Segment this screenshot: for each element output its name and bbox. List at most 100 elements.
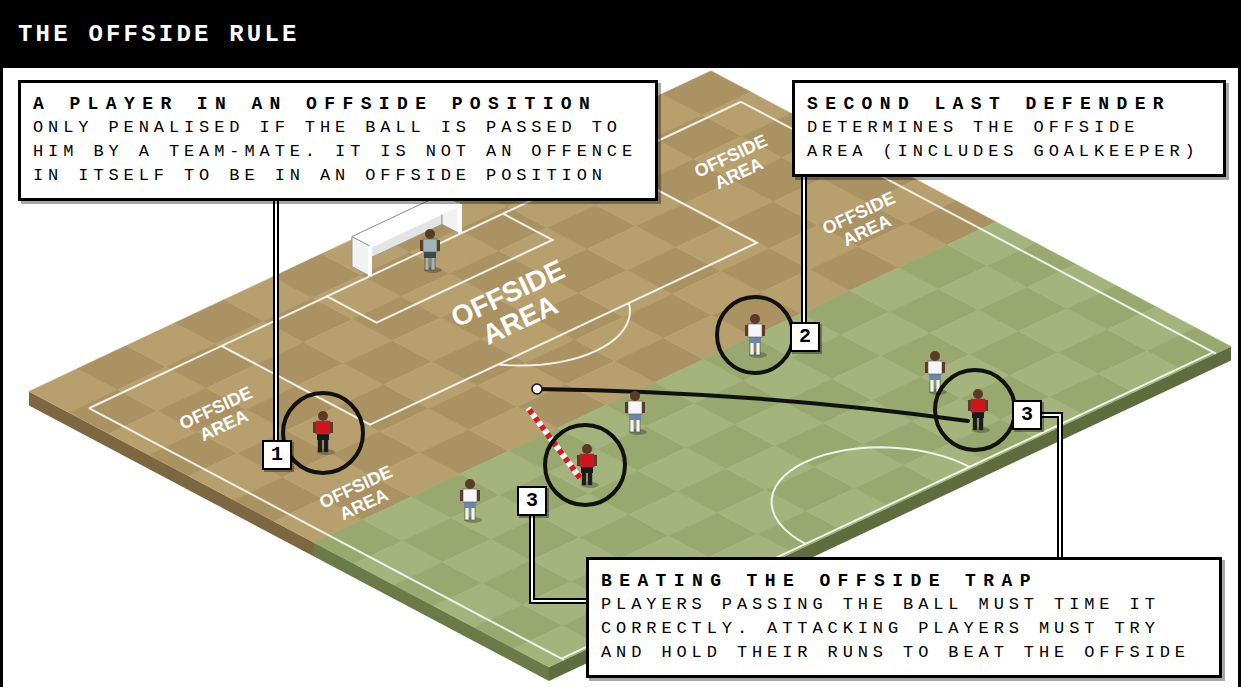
player-leg — [425, 257, 429, 270]
player-head — [425, 229, 435, 239]
player-leg — [318, 439, 322, 452]
callout-number: 1 — [271, 445, 283, 465]
frame-edge — [0, 0, 3, 687]
callout-box: SECOND LAST DEFENDERDETERMINES THE OFFSI… — [792, 80, 1226, 177]
goal — [352, 194, 460, 276]
player-arm — [985, 400, 988, 411]
player-leg — [756, 342, 760, 355]
player-head — [930, 351, 940, 361]
frame-edge — [1238, 0, 1241, 687]
player-arm — [625, 402, 628, 413]
callout-number: 3 — [526, 491, 538, 511]
player-leg — [630, 419, 634, 432]
pitch-line — [772, 447, 970, 544]
player-leg — [979, 417, 983, 430]
leader-outline — [273, 201, 279, 440]
leader-line — [532, 516, 586, 601]
goal-net — [352, 194, 460, 246]
leader-line — [276, 201, 277, 440]
player-head — [465, 479, 475, 489]
callout-body: ONLY PENALISED IF THE BALL IS PASSED TO … — [33, 116, 643, 188]
player-figure — [313, 411, 335, 455]
player-shirt — [580, 454, 594, 467]
leader-line — [804, 177, 805, 322]
player-arm — [942, 362, 945, 373]
highlight-ring — [935, 370, 1015, 450]
player-figure — [968, 389, 990, 433]
player-head — [630, 391, 640, 401]
callout-number-box: 3 — [517, 486, 547, 516]
pitch-edge — [549, 347, 1231, 682]
pitch-side — [29, 347, 1231, 682]
player-arm — [925, 362, 928, 373]
players — [313, 229, 990, 523]
player-head — [582, 444, 592, 454]
callout-heading: BEATING THE OFFSIDE TRAP — [601, 569, 1207, 593]
player-leg — [973, 417, 977, 430]
callout-box: A PLAYER IN AN OFFSIDE POSITIONONLY PENA… — [18, 80, 658, 201]
player-arm — [968, 400, 971, 411]
leader-core — [532, 516, 586, 601]
player-head — [973, 389, 983, 399]
goal-post — [370, 204, 460, 246]
player-arm — [420, 240, 423, 251]
leader-line — [1042, 415, 1060, 557]
player-leg — [471, 507, 475, 520]
player-arm — [745, 325, 748, 336]
highlight-ring — [717, 297, 793, 373]
player-leg — [750, 342, 754, 355]
callout-body: DETERMINES THE OFFSIDE AREA (INCLUDES GO… — [807, 116, 1211, 164]
player-arm — [330, 422, 333, 433]
player-leg — [930, 379, 934, 392]
player-figure — [420, 229, 442, 273]
callout-number-box: 1 — [262, 440, 292, 470]
callout-body: PLAYERS PASSING THE BALL MUST TIME IT CO… — [601, 593, 1207, 665]
goal-post — [368, 246, 372, 276]
pass-line — [537, 389, 968, 421]
player-shirt — [748, 324, 762, 337]
player-shirt — [423, 239, 437, 252]
leader-core — [803, 177, 805, 322]
callout-number: 3 — [1021, 405, 1033, 425]
player-head — [750, 314, 760, 324]
player-figure — [460, 479, 482, 523]
callout-heading: SECOND LAST DEFENDER — [807, 92, 1211, 116]
callout-number-box: 2 — [790, 322, 820, 352]
player-shirt — [971, 399, 985, 412]
leader-core — [1042, 415, 1060, 557]
player-arm — [437, 240, 440, 251]
player-shirt — [928, 361, 942, 374]
player-leg — [636, 419, 640, 432]
player-leg — [465, 507, 469, 520]
leader-outline — [532, 516, 586, 601]
ball — [532, 384, 542, 394]
player-shirt — [316, 421, 330, 434]
leader-outline — [1042, 415, 1060, 557]
player-shirt — [463, 489, 477, 502]
goal-post — [458, 204, 462, 234]
player-arm — [460, 490, 463, 501]
title-bar — [0, 0, 1241, 68]
player-arm — [642, 402, 645, 413]
player-figure — [745, 314, 767, 358]
player-leg — [582, 472, 586, 485]
callout-number: 2 — [799, 327, 811, 347]
callout-number-box: 3 — [1012, 400, 1042, 430]
callout-heading: A PLAYER IN AN OFFSIDE POSITION — [33, 92, 643, 116]
player-head — [318, 411, 328, 421]
player-arm — [313, 422, 316, 433]
player-arm — [577, 455, 580, 466]
player-arm — [762, 325, 765, 336]
title-holder: THE OFFSIDE RULE — [18, 21, 300, 49]
pitch-line — [222, 164, 758, 425]
player-leg — [431, 257, 435, 270]
callout-box: BEATING THE OFFSIDE TRAPPLAYERS PASSING … — [586, 557, 1222, 678]
pitch-line — [89, 408, 564, 660]
player-leg — [324, 439, 328, 452]
diagram-title: THE OFFSIDE RULE — [18, 21, 300, 49]
player-figure — [577, 444, 599, 488]
player-leg — [588, 472, 592, 485]
leader-outline — [801, 177, 807, 322]
player-shirt — [628, 401, 642, 414]
